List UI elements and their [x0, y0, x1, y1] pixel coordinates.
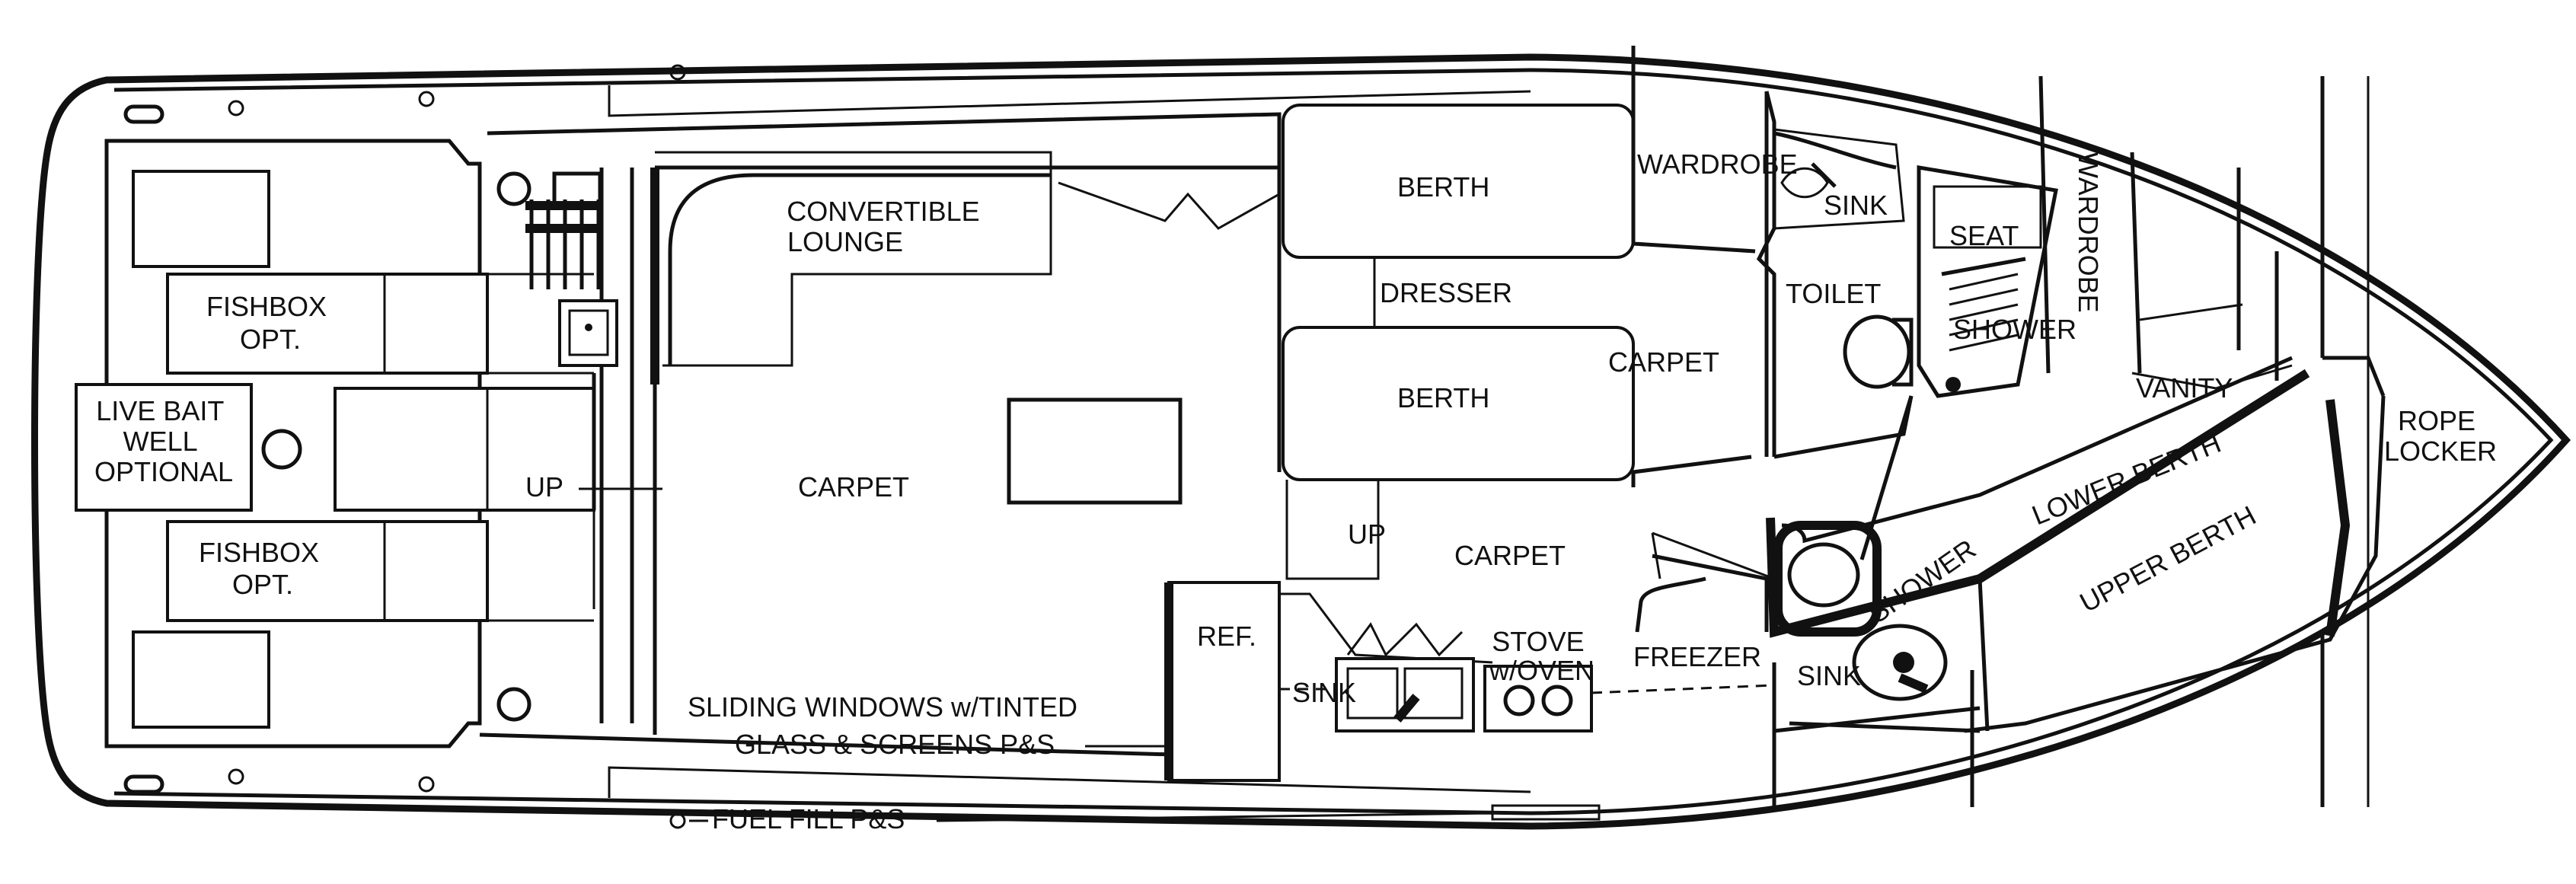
carpet-salon-label: CARPET [798, 471, 909, 503]
freezer-label: FREEZER [1633, 641, 1761, 672]
lower-berth-label: LOWER BERTH [2028, 427, 2226, 531]
toilet-icon[interactable] [1773, 521, 1882, 637]
seat-label: SEAT [1949, 220, 2019, 251]
live-bait-label: LIVE BAIT WELL OPTIONAL [94, 395, 233, 487]
carpet-galley-label: CARPET [1454, 540, 1566, 571]
cleat-icon [123, 104, 164, 124]
wardrobe-right-label: WARDROBE [2073, 152, 2104, 313]
fishbox-top-label: FISHBOX OPT. [206, 291, 334, 355]
sink-icon[interactable] [1852, 624, 1948, 701]
fishbox-bottom-label: FISHBOX OPT. [199, 537, 327, 600]
shower-head-label: SHOWER [1953, 314, 2076, 345]
stove-burner-icon [1541, 685, 1573, 716]
refrigerator[interactable] [1167, 581, 1281, 782]
stateroom-mid [1282, 46, 1769, 580]
toilet-label: TOILET [1786, 278, 1881, 309]
cockpit [75, 139, 662, 748]
berth-lower[interactable] [1282, 326, 1635, 481]
convertible-lounge-label: CONVERTIBLE LOUNGE [787, 196, 987, 257]
galley [1164, 531, 1775, 782]
vanity-label: VANITY [2136, 372, 2233, 404]
salon [479, 112, 1282, 760]
rope-locker-label: ROPE LOCKER [2384, 405, 2497, 467]
labels: FISHBOX OPT. LIVE BAIT WELL OPTIONAL FIS… [94, 148, 2497, 835]
forward-cabin [1766, 75, 2386, 807]
head [1756, 91, 2058, 560]
shower-seat[interactable] [1933, 185, 2042, 249]
dresser-label: DRESSER [1380, 277, 1512, 308]
shower-stall[interactable] [1941, 257, 2026, 392]
toilet-icon[interactable] [1843, 314, 1914, 389]
cleat-icon [123, 774, 164, 794]
sliding-windows-label-1: SLIDING WINDOWS w/TINTED [688, 691, 1077, 723]
up-cockpit-label: UP [525, 471, 563, 503]
sink-icon [1780, 162, 1837, 199]
fuel-fill-label: FUEL FILL P&S [712, 803, 905, 835]
wardrobe-left-label: WARDROBE [1637, 148, 1798, 180]
sink-icon [558, 299, 618, 367]
stove-burner-icon [1503, 685, 1535, 716]
ladder-icon [525, 171, 602, 289]
stove-label: STOVE w/OVEN [1489, 626, 1594, 686]
berth-lower-label: BERTH [1397, 382, 1489, 413]
sink-galley-label: SINK [1292, 677, 1356, 708]
sliding-windows-label-2: GLASS & SCREENS P&S [735, 729, 1055, 760]
upper-berth-label: UPPER BERTH [2075, 499, 2262, 618]
hull-outline [31, 53, 2571, 830]
up-galley-label: UP [1348, 519, 1386, 550]
fishbox-top[interactable] [166, 273, 489, 375]
deck-fittings [123, 64, 686, 829]
live-bait-well[interactable] [334, 387, 595, 512]
berth-upper-label: BERTH [1397, 171, 1489, 203]
fishbox-bottom[interactable] [166, 520, 489, 622]
carpet-cabin-label: CARPET [1608, 346, 1719, 378]
sink-fwd-label: SINK [1797, 660, 1861, 691]
stove[interactable] [1483, 665, 1593, 732]
ref-label: REF. [1197, 621, 1256, 652]
sink-head-label: SINK [1824, 190, 1888, 221]
